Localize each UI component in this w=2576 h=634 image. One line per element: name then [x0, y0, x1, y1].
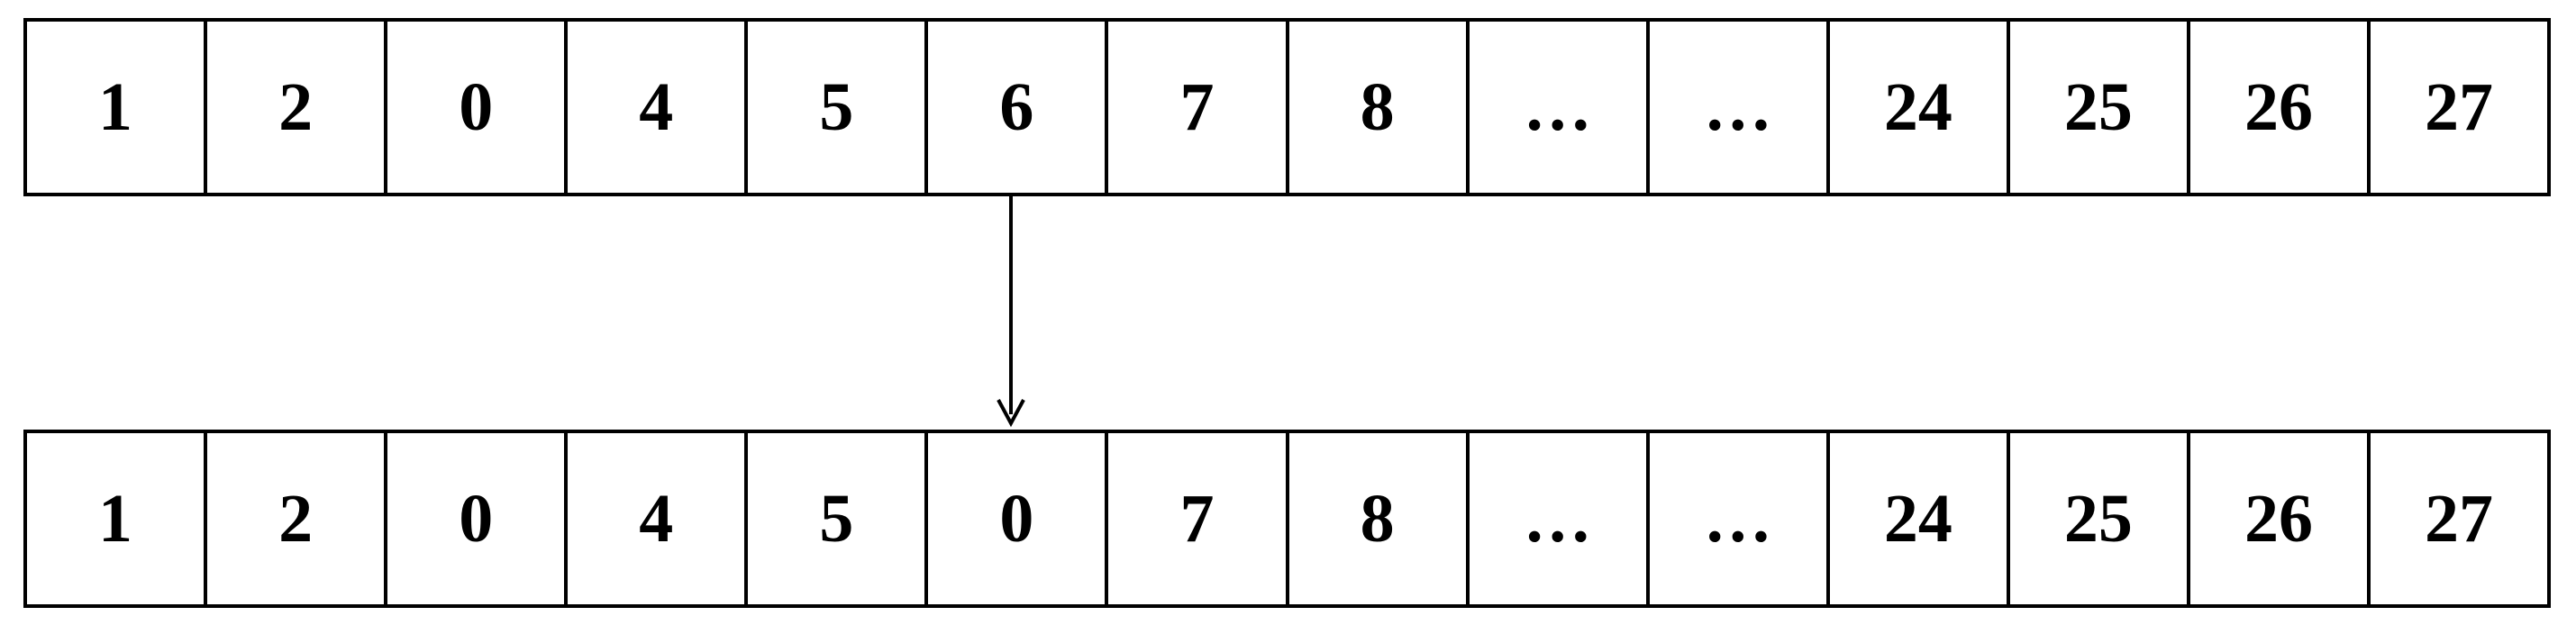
top-cell-2: 2	[204, 22, 384, 193]
bottom-cell-8: 8	[1285, 433, 1466, 604]
bottom-cell-2: 2	[204, 433, 384, 604]
bottom-cell-12: 25	[2006, 433, 2187, 604]
bottom-cell-13: 26	[2186, 433, 2367, 604]
top-cell-6: 6	[924, 22, 1105, 193]
bottom-cell-1: 1	[98, 480, 133, 557]
arrow-head	[997, 399, 1025, 428]
top-cell-11: 24	[1825, 22, 2007, 193]
top-cell-1: 1	[98, 68, 133, 145]
top-cell-8: 8	[1285, 22, 1466, 193]
bottom-cell-5: 5	[744, 433, 924, 604]
bottom-cell-7: 7	[1105, 433, 1285, 604]
top-cell-3: 0	[384, 22, 564, 193]
top-cell-5: 5	[744, 22, 924, 193]
bottom-cell-3: 0	[384, 433, 564, 604]
top-cell-13: 26	[2186, 22, 2367, 193]
bottom-cell-14: 27	[2367, 433, 2547, 604]
top-cell-4: 4	[564, 22, 744, 193]
top-cell-7: 7	[1105, 22, 1285, 193]
bottom-cell-6: 0	[924, 433, 1105, 604]
top-cell-14: 27	[2367, 22, 2547, 193]
bottom-cell-9: …	[1465, 433, 1646, 604]
top-array: 1 2 0 4 5 6 7 8 … … 24 25 26 27	[23, 18, 2551, 196]
bottom-cell-4: 4	[564, 433, 744, 604]
top-cell-10: …	[1645, 22, 1826, 193]
bottom-cell-11: 24	[1825, 433, 2007, 604]
top-cell-9: …	[1465, 22, 1646, 193]
top-cell-12: 25	[2006, 22, 2187, 193]
bottom-cell-10: …	[1645, 433, 1826, 604]
bottom-array: 1 2 0 4 5 0 7 8 … … 24 25 26 27	[23, 430, 2551, 608]
